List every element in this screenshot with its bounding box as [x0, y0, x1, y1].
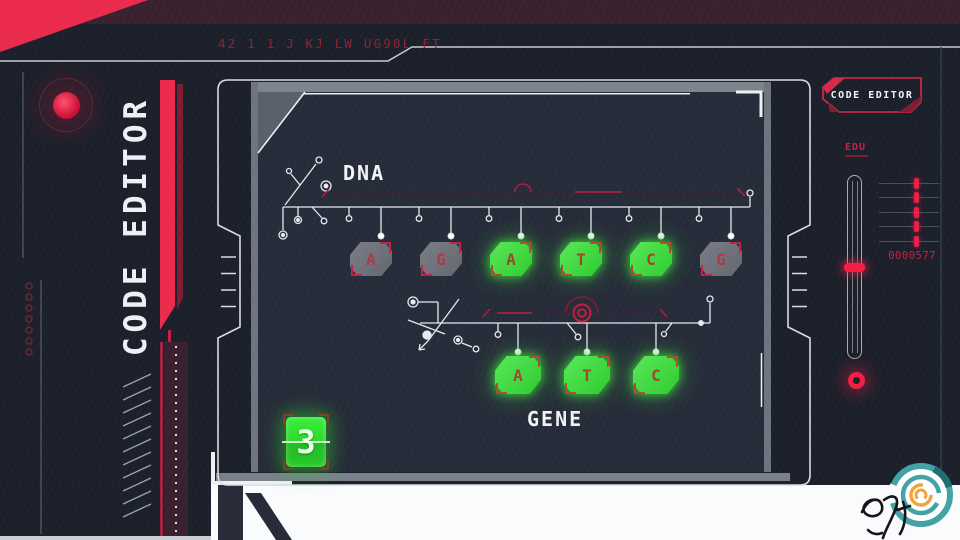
- corner-bracket-icon: [283, 414, 294, 425]
- corner-bracket-icon: [283, 459, 294, 470]
- corner-bracket-icon: [450, 242, 461, 253]
- corner-bracket-icon: [318, 459, 329, 470]
- nucleotide-tile[interactable]: G: [700, 242, 742, 276]
- nucleotide-tile[interactable]: A: [350, 242, 392, 276]
- corner-bracket-icon: [496, 383, 507, 394]
- gene-label: GENE: [527, 407, 584, 431]
- mini-slider[interactable]: [879, 206, 939, 218]
- spiral-logo: [888, 463, 953, 527]
- mini-slider-handle[interactable]: [914, 191, 919, 203]
- dna-label: DNA: [343, 161, 386, 185]
- edu-underline: [845, 155, 868, 157]
- tile-letter: T: [582, 365, 592, 385]
- tile-letter: C: [651, 365, 661, 385]
- nucleotide-tile[interactable]: C: [630, 242, 672, 276]
- tile-shape: A: [350, 242, 392, 276]
- corner-bracket-icon: [634, 383, 645, 394]
- corner-bracket-icon: [520, 242, 531, 253]
- mini-slider[interactable]: [879, 191, 939, 203]
- corner-bracket-icon: [565, 383, 576, 394]
- mini-slider-handle[interactable]: [914, 235, 919, 247]
- corner-bracket-icon: [529, 356, 540, 367]
- mini-slider-track: [879, 225, 939, 227]
- nucleotide-tile[interactable]: A: [495, 356, 541, 394]
- corner-bracket-icon: [667, 356, 678, 367]
- dna-tile-row: A G A T C G: [350, 242, 742, 276]
- mini-slider-handle[interactable]: [914, 177, 919, 189]
- corner-bracket-icon: [730, 242, 741, 253]
- nucleotide-tile[interactable]: C: [633, 356, 679, 394]
- mini-slider[interactable]: [879, 177, 939, 189]
- tile-shape: G: [700, 242, 742, 276]
- tile-letter: A: [366, 249, 376, 269]
- gene-tile-row: A T C: [495, 356, 679, 394]
- corner-bracket-icon: [380, 242, 391, 253]
- gene-counter: 3: [282, 414, 330, 470]
- tile-shape: C: [630, 242, 672, 276]
- mini-slider-track: [879, 240, 939, 242]
- tile-shape: C: [633, 356, 679, 394]
- tile-shape: G: [420, 242, 462, 276]
- mini-slider[interactable]: [879, 235, 939, 247]
- nucleotide-tile[interactable]: T: [564, 356, 610, 394]
- corner-bracket-icon: [561, 265, 572, 276]
- mini-slider[interactable]: [879, 220, 939, 232]
- corner-bracket-icon: [421, 265, 432, 276]
- nucleotide-tile[interactable]: A: [490, 242, 532, 276]
- tile-shape: T: [560, 242, 602, 276]
- mini-slider-track: [879, 182, 939, 184]
- corner-bracket-icon: [351, 265, 362, 276]
- indicator-lamp: [53, 92, 80, 119]
- nucleotide-tile[interactable]: G: [420, 242, 462, 276]
- corner-bracket-icon: [631, 265, 642, 276]
- flip-split-line: [282, 441, 330, 443]
- ring-button[interactable]: [848, 372, 865, 389]
- corner-bracket-icon: [660, 242, 671, 253]
- tile-letter: A: [513, 365, 523, 385]
- code-editor-badge: CODE EDITOR: [830, 89, 914, 101]
- vertical-slider-handle[interactable]: [844, 263, 865, 272]
- nucleotide-tile[interactable]: T: [560, 242, 602, 276]
- mini-slider-track: [879, 196, 939, 198]
- ink-scribble: [860, 495, 912, 540]
- tile-shape: A: [490, 242, 532, 276]
- tile-letter: G: [436, 249, 446, 269]
- tile-letter: A: [506, 249, 516, 269]
- tile-shape: T: [564, 356, 610, 394]
- corner-bracket-icon: [318, 414, 329, 425]
- serial-readout: 42 1 1 J KJ LW UG90L FT: [218, 36, 442, 51]
- mini-slider-handle[interactable]: [914, 220, 919, 232]
- counter-readout: 0000577: [888, 250, 936, 262]
- corner-bracket-icon: [590, 242, 601, 253]
- tile-letter: C: [646, 249, 656, 269]
- corner-bracket-icon: [491, 265, 502, 276]
- mini-slider-track: [879, 211, 939, 213]
- tile-letter: G: [716, 249, 726, 269]
- page-title: CODE EDITOR: [118, 95, 154, 357]
- corner-bracket-icon: [701, 265, 712, 276]
- tile-letter: T: [576, 249, 586, 269]
- edu-label: EDU: [845, 142, 867, 153]
- indicator-lamp-ring: [39, 78, 93, 132]
- mini-slider-handle[interactable]: [914, 206, 919, 218]
- corner-bracket-icon: [598, 356, 609, 367]
- tile-shape: A: [495, 356, 541, 394]
